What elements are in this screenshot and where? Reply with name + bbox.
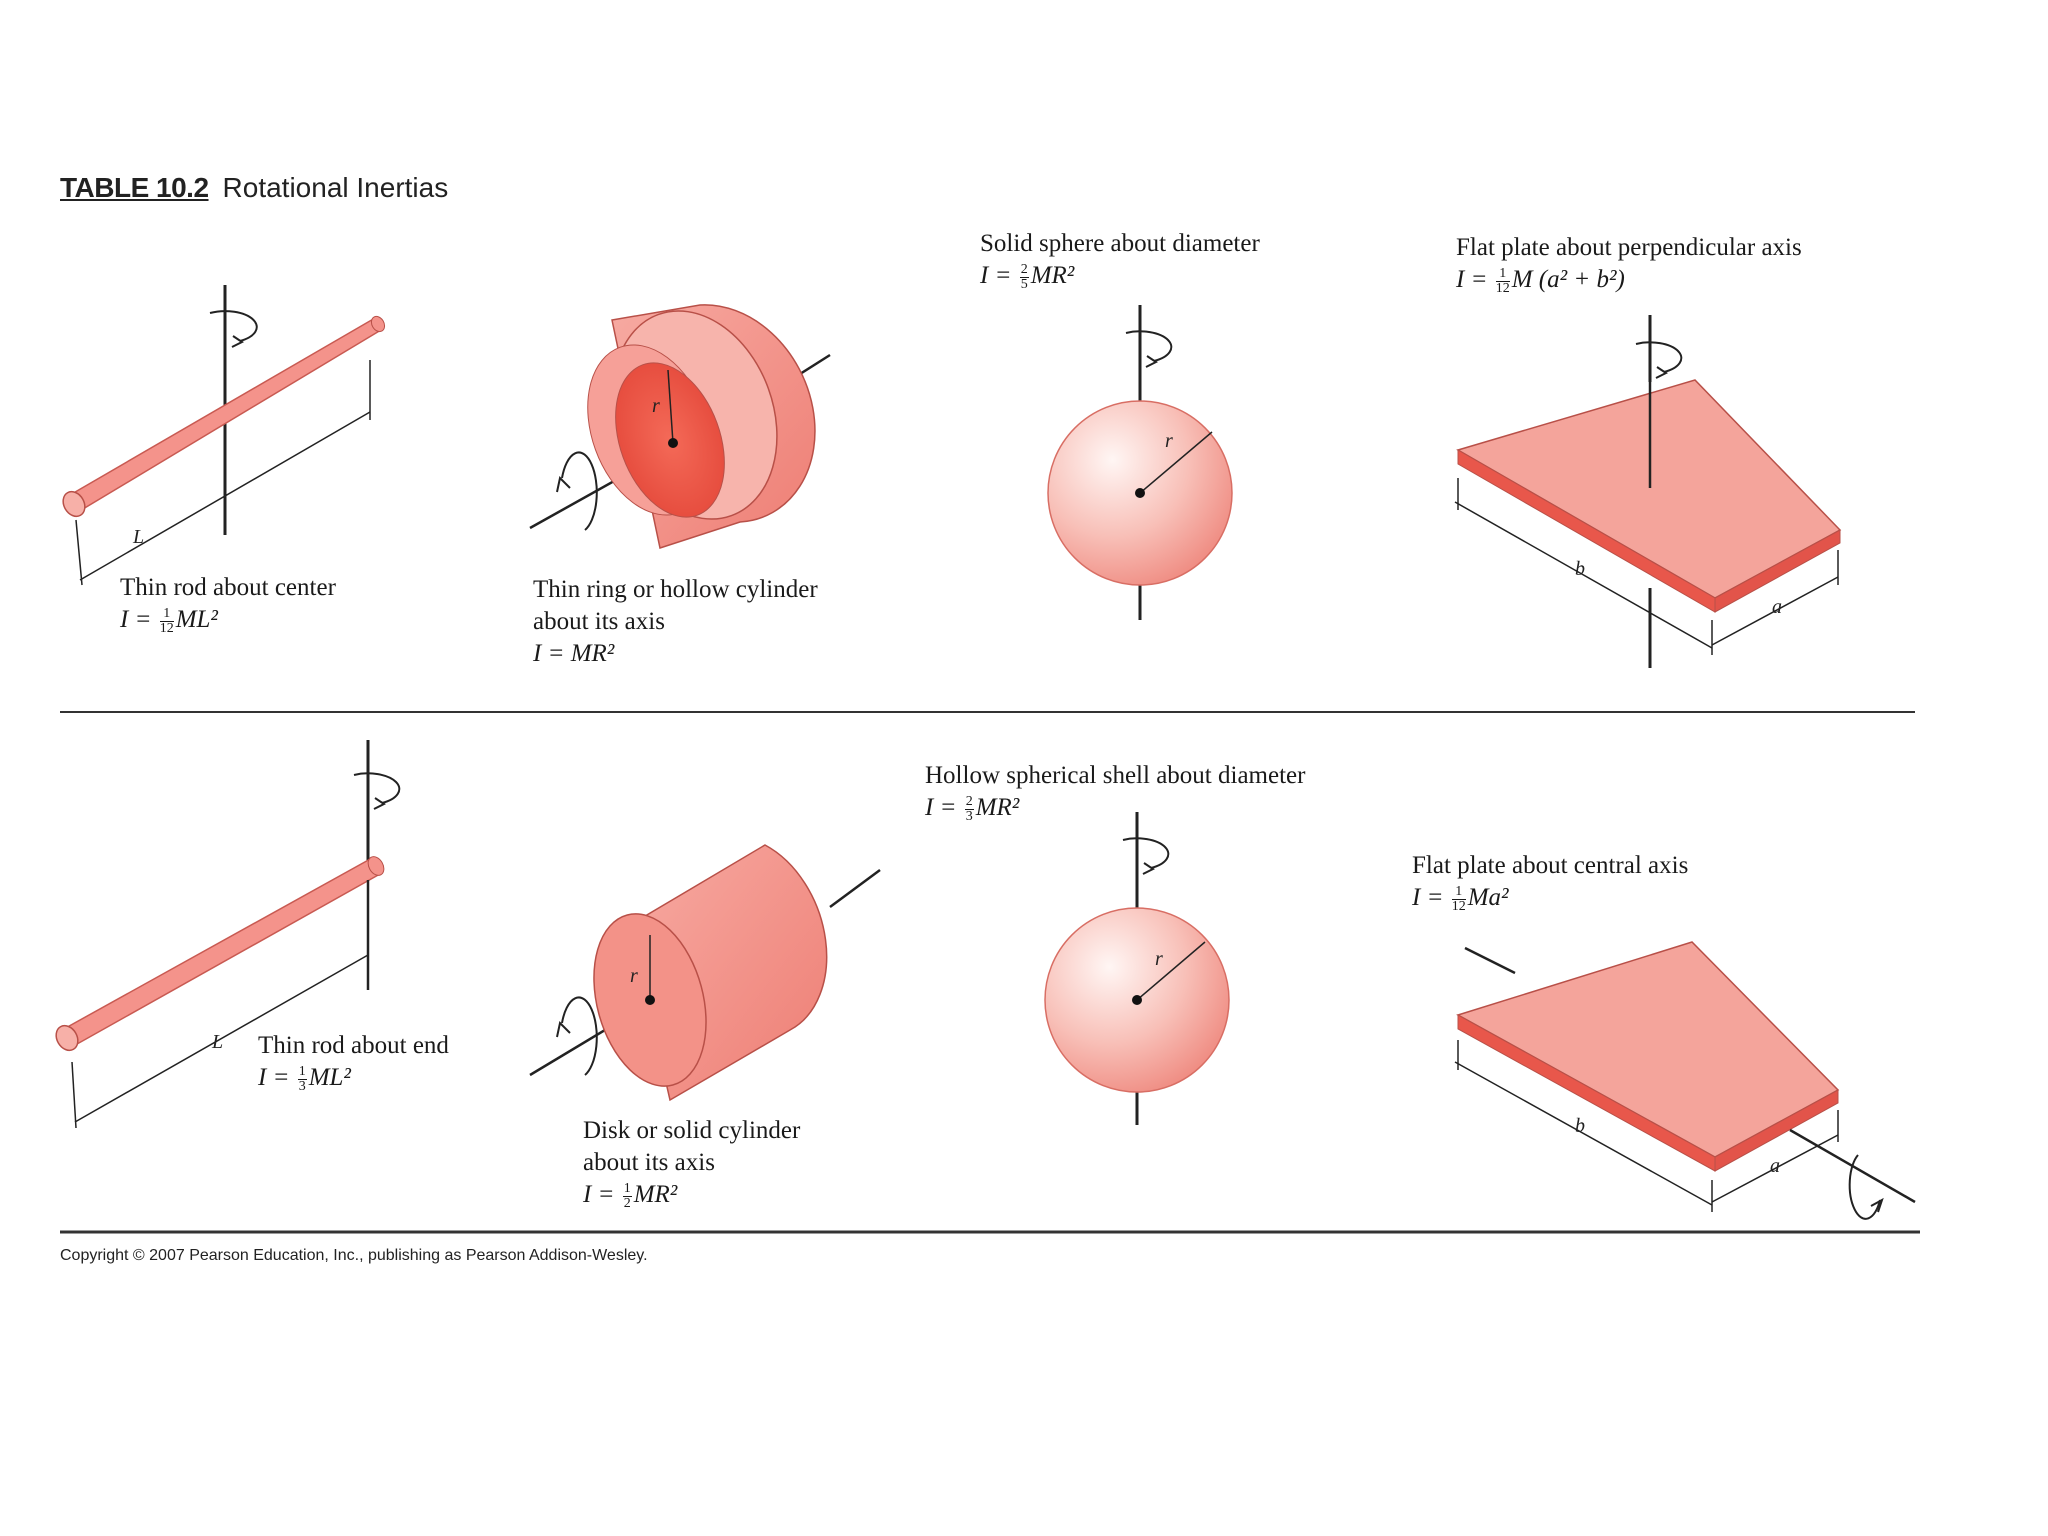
thin-rod-center-figure: L bbox=[62, 285, 386, 586]
solid-cylinder-figure: r bbox=[529, 844, 881, 1102]
plate-central-figure: b a bbox=[1454, 941, 1916, 1220]
hollow-cylinder-figure: r bbox=[529, 304, 831, 549]
caption-text: Hollow spherical shell about diameter bbox=[925, 762, 1306, 789]
solid-sphere-figure: r bbox=[1047, 305, 1233, 620]
svg-text:b: b bbox=[1575, 1115, 1585, 1137]
svg-text:L: L bbox=[211, 1031, 223, 1053]
table-number: TABLE 10.2 bbox=[60, 172, 209, 203]
caption-text: Thin rod about end bbox=[258, 1032, 449, 1059]
hollow-sphere-figure: r bbox=[1044, 812, 1230, 1125]
caption-text: Flat plate about perpendicular axis bbox=[1456, 234, 1802, 261]
plate-perpendicular-figure: b a bbox=[1454, 315, 1842, 668]
caption-text: Thin ring or hollow cylinder bbox=[533, 576, 818, 603]
svg-text:a: a bbox=[1772, 596, 1782, 618]
caption-hollow-cylinder: Thin ring or hollow cylinder about its a… bbox=[533, 574, 818, 670]
svg-text:r: r bbox=[1155, 948, 1163, 970]
caption-plate-perpendicular: Flat plate about perpendicular axis I = … bbox=[1456, 232, 1802, 296]
thin-rod-end-figure: L bbox=[55, 740, 401, 1129]
caption-text: Disk or solid cylinder bbox=[583, 1117, 801, 1144]
table-title: Rotational Inertias bbox=[222, 172, 449, 203]
caption-text: about its axis bbox=[533, 608, 665, 635]
caption-hollow-sphere: Hollow spherical shell about diameter I … bbox=[925, 760, 1305, 824]
caption-text: about its axis bbox=[583, 1149, 715, 1176]
caption-text: Thin rod about center bbox=[120, 574, 336, 601]
table-heading: TABLE 10.2 Rotational Inertias bbox=[60, 172, 448, 204]
formula: I = MR² bbox=[533, 640, 615, 667]
svg-text:a: a bbox=[1770, 1155, 1780, 1177]
svg-text:r: r bbox=[630, 965, 638, 987]
caption-text: Flat plate about central axis bbox=[1412, 852, 1689, 879]
svg-text:b: b bbox=[1575, 558, 1585, 580]
svg-text:L: L bbox=[132, 526, 144, 548]
svg-text:r: r bbox=[652, 395, 660, 417]
caption-text: Solid sphere about diameter bbox=[980, 230, 1260, 257]
copyright-notice: Copyright © 2007 Pearson Education, Inc.… bbox=[60, 1247, 648, 1264]
svg-text:r: r bbox=[1165, 430, 1173, 452]
caption-solid-cylinder: Disk or solid cylinder about its axis I … bbox=[583, 1115, 800, 1211]
